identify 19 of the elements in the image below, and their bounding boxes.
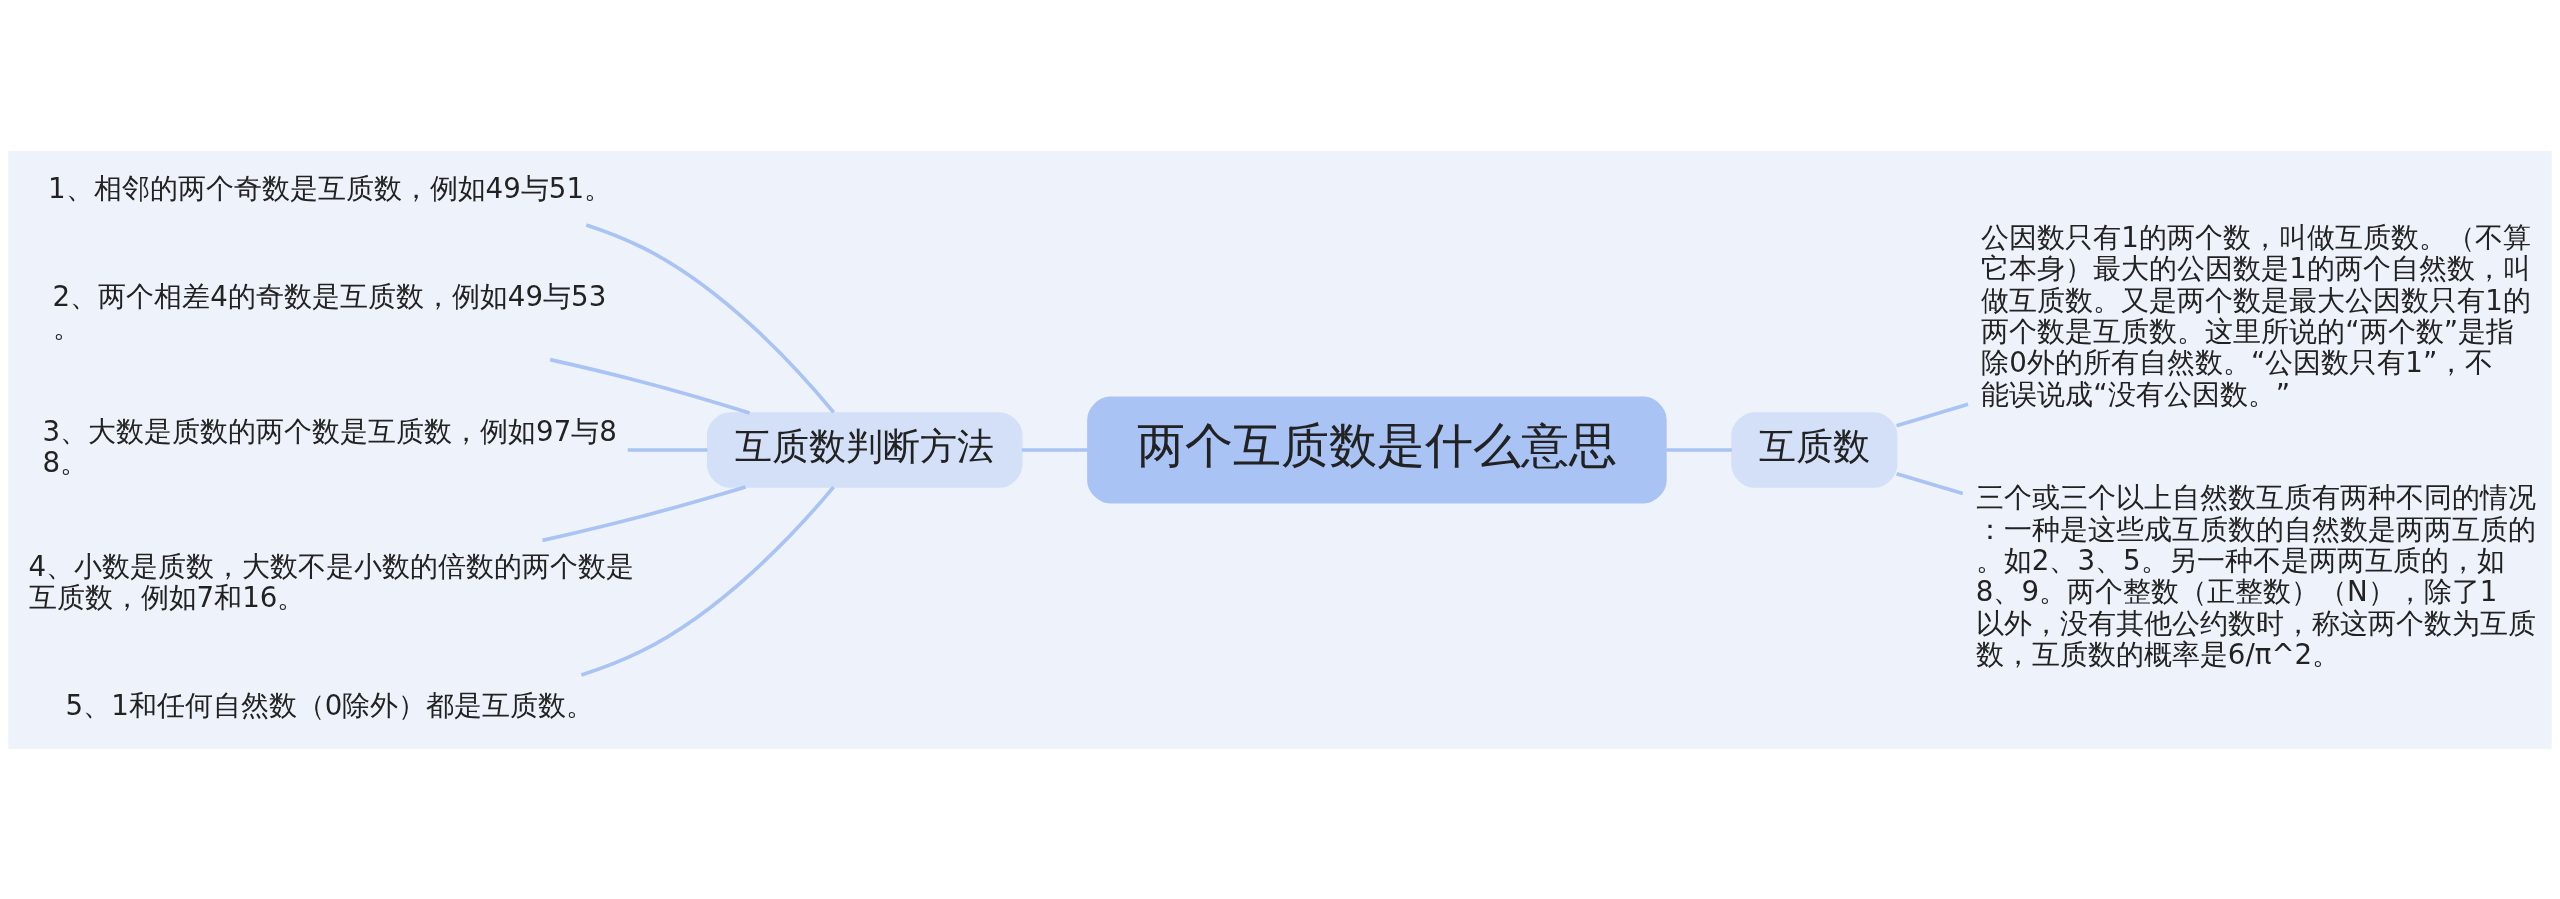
- connector: [1896, 471, 1964, 495]
- node-text: 3、大数是质数的两个数是互质数，例如97与88。: [42, 414, 617, 479]
- node-text: 2、两个相差4的奇数是互质数，例如49与53。: [52, 279, 607, 344]
- node-text: 5、1和任何自然数（0除外）都是互质数。: [65, 688, 595, 722]
- node-text: 4、小数是质数，大数不是小数的倍数的两个数是互质数，例如7和16。: [28, 549, 635, 614]
- connector: [549, 357, 751, 415]
- node-text: 三个或三个以上自然数互质有两种不同的情况：一种是这些成互质数的自然数是两两互质的。如2、3、5。另一种不是两两互质的，如8、9。两个整数（正整数）（N），除了1以外，没有其他公约数时，称这两个数为互质数，互质数的概率是6/π^2。: [1975, 480, 2536, 671]
- node-box: 两个互质数是什么意思: [1087, 395, 1667, 504]
- node-text: 1、相邻的两个奇数是互质数，例如49与51。: [48, 171, 613, 205]
- node-box: 互质数判断方法: [706, 411, 1023, 488]
- node-box: 互质数: [1731, 411, 1898, 488]
- connector: [1896, 402, 1969, 428]
- connector: [627, 447, 708, 452]
- connector: [1666, 447, 1732, 452]
- connector: [585, 222, 836, 414]
- connector: [580, 485, 835, 677]
- connector: [542, 484, 747, 542]
- node-text: 公因数只有1的两个数，叫做互质数。（不算它本身）最大的公因数是1的两个自然数，叫做互质数。又是两个数是最大公因数只有1的两个数是互质数。这里所说的“两个数”是指除0外的所有自然数。“公因数只有1”，不能误说成“没有公因数。”: [1981, 220, 2531, 411]
- connector: [1021, 447, 1088, 452]
